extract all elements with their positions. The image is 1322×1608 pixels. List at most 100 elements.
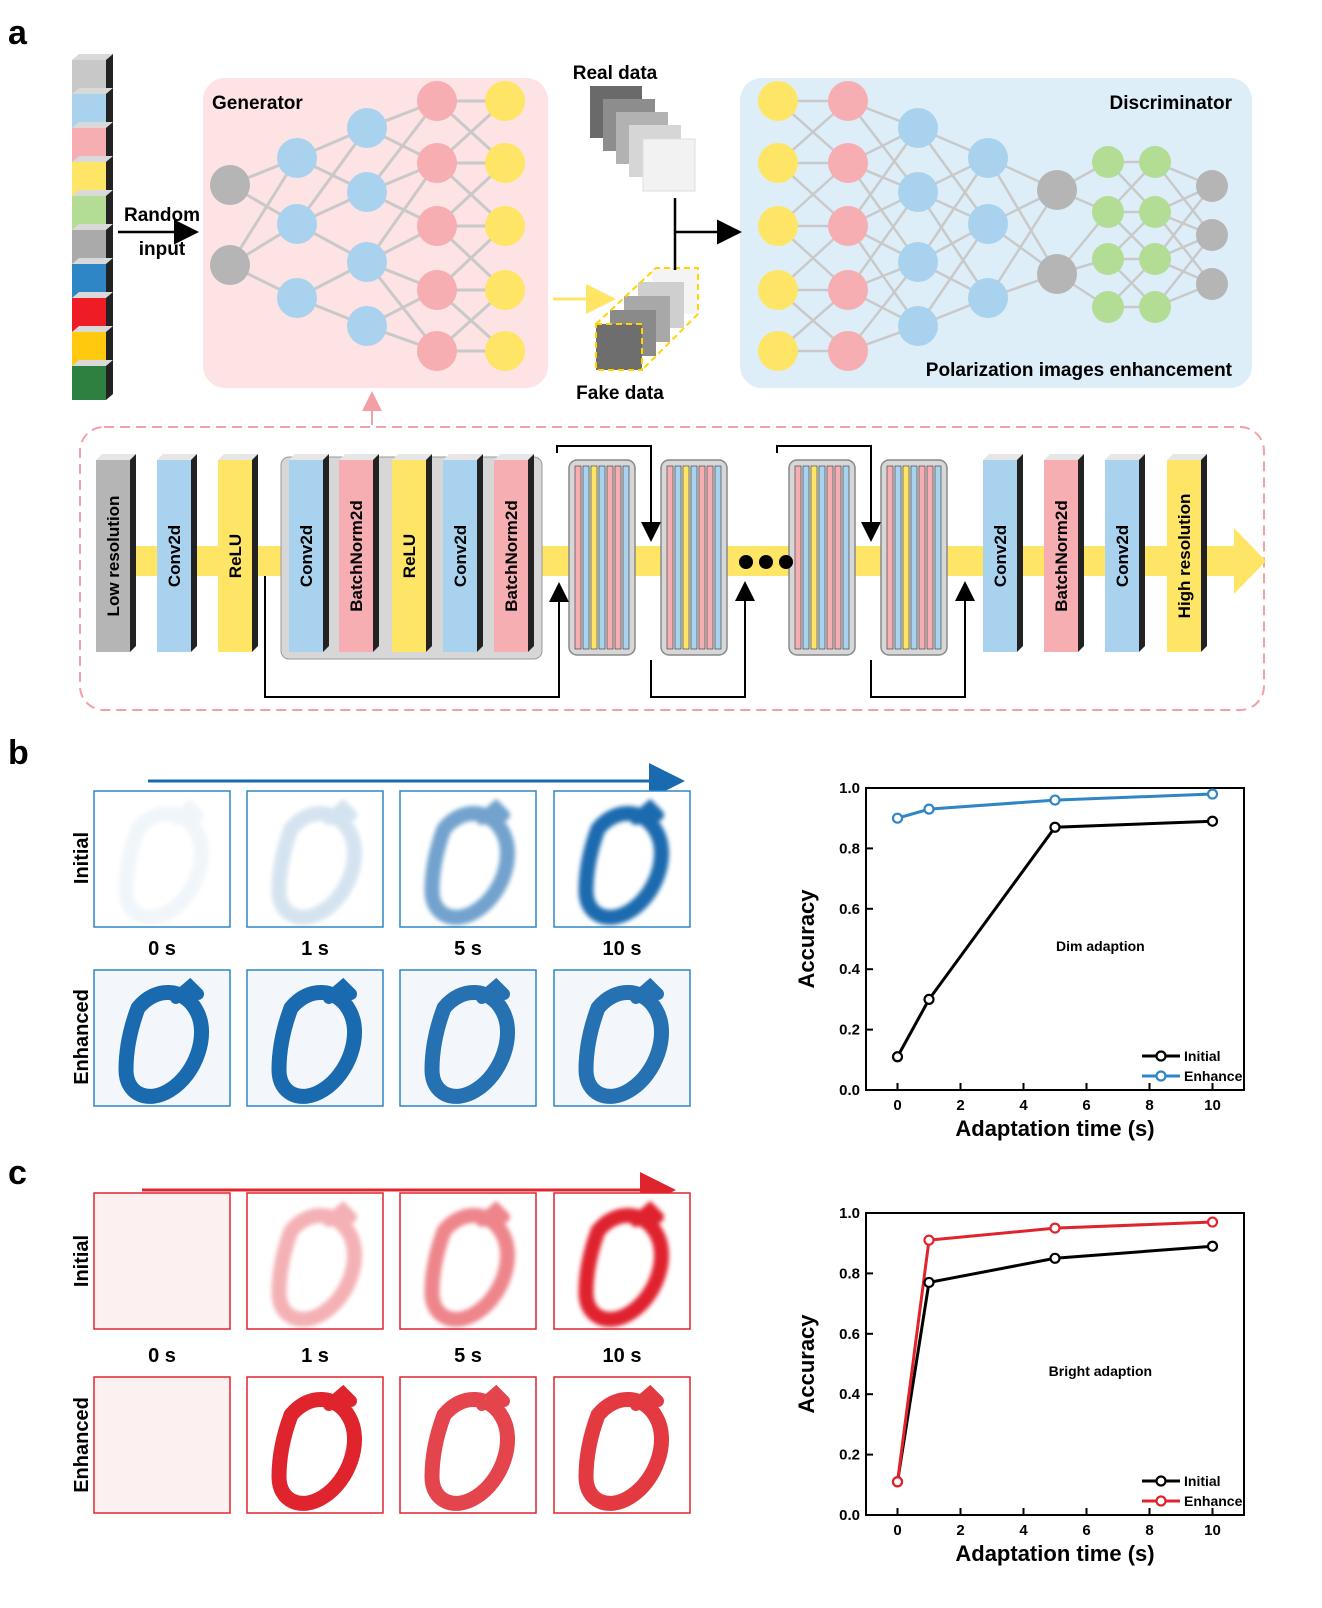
generator-node [417,206,457,246]
discriminator-node [898,172,938,212]
discriminator-node [1092,146,1124,178]
digit-image [399,969,537,1107]
discriminator-node [1092,243,1124,275]
time-label: 10 s [603,1345,642,1367]
discriminator-title: Discriminator [1110,93,1233,114]
block-batchnorm2d: BatchNorm2d [339,454,379,652]
time-label: 0 s [148,938,176,960]
data-point [891,1051,904,1063]
panel-label-c: c [8,1154,27,1192]
block-label: BatchNorm2d [502,500,521,611]
block-label: BatchNorm2d [1052,500,1071,611]
y-tick-label: 1.0 [839,1205,860,1222]
generator-node [347,242,387,282]
block-batchnorm2d: BatchNorm2d [494,454,534,652]
digit-image [399,1376,537,1514]
data-point [1206,1216,1219,1228]
data-point [923,993,935,1006]
x-tick-label: 10 [1204,1522,1221,1539]
y-tick-label: 0.4 [839,1386,861,1403]
series-line-initial [896,1244,1213,1483]
plot-frame [865,1212,1245,1516]
block-label: Conv2d [451,525,470,587]
discriminator-node [968,278,1008,318]
x-tick-label: 6 [1082,1097,1090,1114]
block-label: BatchNorm2d [347,500,366,611]
generator-node [417,81,457,121]
generator-node [210,165,250,205]
block-label: Conv2d [991,525,1010,587]
data-point [923,1276,935,1289]
discriminator-node [758,270,798,310]
row-label: Enhanced [71,989,93,1085]
block-batchnorm2d: BatchNorm2d [1044,454,1084,652]
x-tick-label: 8 [1145,1522,1153,1539]
legend-marker [1155,1070,1167,1082]
y-axis-title: Accuracy [794,1314,819,1414]
plot-frame [865,787,1245,1091]
row-label: Enhanced [71,1397,93,1493]
x-axis-title: Adaptation time (s) [955,1116,1154,1141]
discriminator-node [1092,196,1124,228]
discriminator-node [828,143,868,183]
skip-connections [264,445,975,698]
generator-node [485,206,525,246]
digit-image [246,1376,384,1514]
digit-image [246,969,384,1107]
block-conv2d: Conv2d [983,454,1023,652]
enhancement-caption: Polarization images enhancement [926,360,1233,381]
series-line-enhance [896,1220,1213,1482]
generator-node [347,108,387,148]
y-tick-label: 0.2 [839,1447,860,1464]
legend-marker [1155,1050,1167,1062]
x-tick-label: 0 [893,1097,901,1114]
real-data-stack [590,86,696,192]
series-line-initial [896,819,1213,1058]
discriminator-node [828,331,868,371]
discriminator-node [1139,291,1171,323]
discriminator-node [898,108,938,148]
generator-node [417,143,457,183]
data-point [1049,1252,1061,1264]
time-label: 10 s [603,938,642,960]
block-low-resolution: Low resolution [96,454,136,652]
generator-node [277,278,317,318]
data-point [923,803,935,815]
x-tick-label: 4 [1019,1097,1028,1114]
discriminator-node [758,81,798,121]
block-conv2d: Conv2d [1105,454,1145,652]
discriminator-node [828,270,868,310]
series-line-enhance [897,792,1213,820]
pipeline-box [79,426,1265,711]
chart-annotation: Dim adaption [1056,938,1145,954]
time-label: 1 s [301,938,329,960]
discriminator-node [828,81,868,121]
generator-node [417,270,457,310]
discriminator-node [898,306,938,346]
generator-node [347,306,387,346]
generator-node [485,331,525,371]
y-tick-label: 0.6 [839,1326,860,1343]
digit-image [553,790,691,928]
data-point [891,812,904,824]
block-conv2d: Conv2d [289,454,329,652]
digit-image [246,790,384,928]
y-axis-title: Accuracy [794,889,819,989]
y-tick-label: 0.2 [839,1022,860,1039]
legend-label: Initial [1184,1048,1221,1064]
legend-label: Initial [1184,1473,1221,1489]
block-conv2d: Conv2d [443,454,483,652]
discriminator-network [758,81,1228,371]
panel-label-a: a [8,14,28,52]
digit-image [553,969,691,1107]
discriminator-node [1196,268,1228,300]
block-label: ReLU [400,534,419,578]
discriminator-node [968,204,1008,244]
residual-mini-blocks [568,459,948,656]
time-label: 5 s [454,938,482,960]
generator-node [485,270,525,310]
time-label: 1 s [301,1345,329,1367]
x-tick-label: 6 [1082,1522,1090,1539]
legend-label: Enhance [1184,1068,1243,1084]
